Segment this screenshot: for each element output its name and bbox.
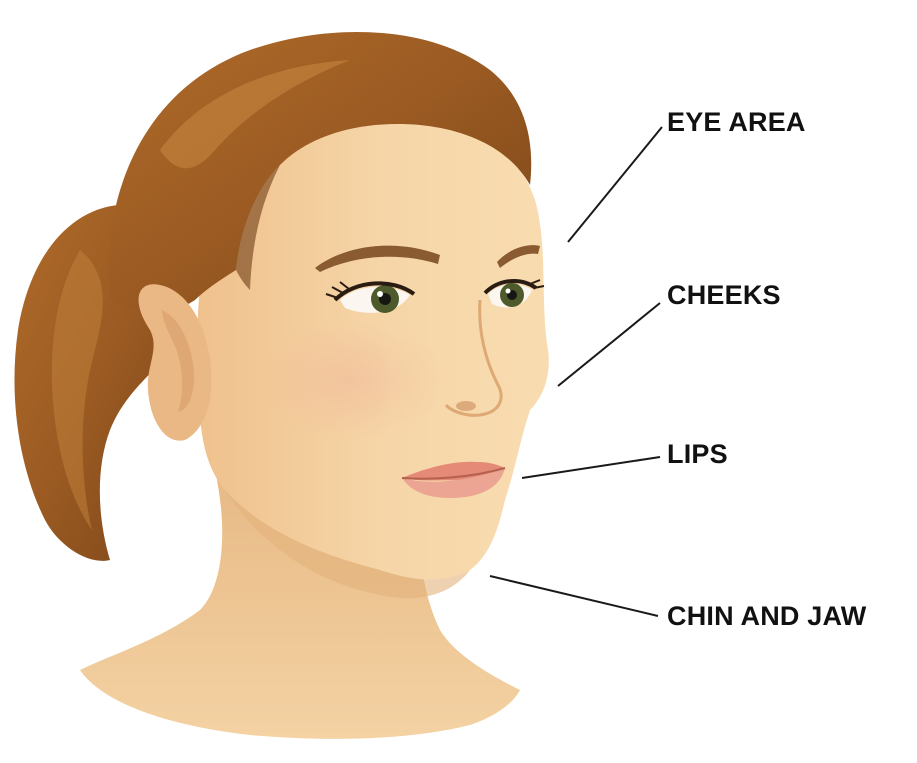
label-chin-and-jaw: CHIN AND JAW <box>667 603 866 630</box>
cheek-blush <box>255 320 445 440</box>
label-lips: LIPS <box>667 441 728 468</box>
leader-line-chin-and-jaw <box>490 576 658 616</box>
leader-line-eye-area <box>568 127 662 242</box>
leader-line-lips <box>522 457 660 478</box>
leader-line-cheeks <box>558 303 660 386</box>
label-cheeks: CHEEKS <box>667 282 781 309</box>
label-eye-area: EYE AREA <box>667 109 806 136</box>
